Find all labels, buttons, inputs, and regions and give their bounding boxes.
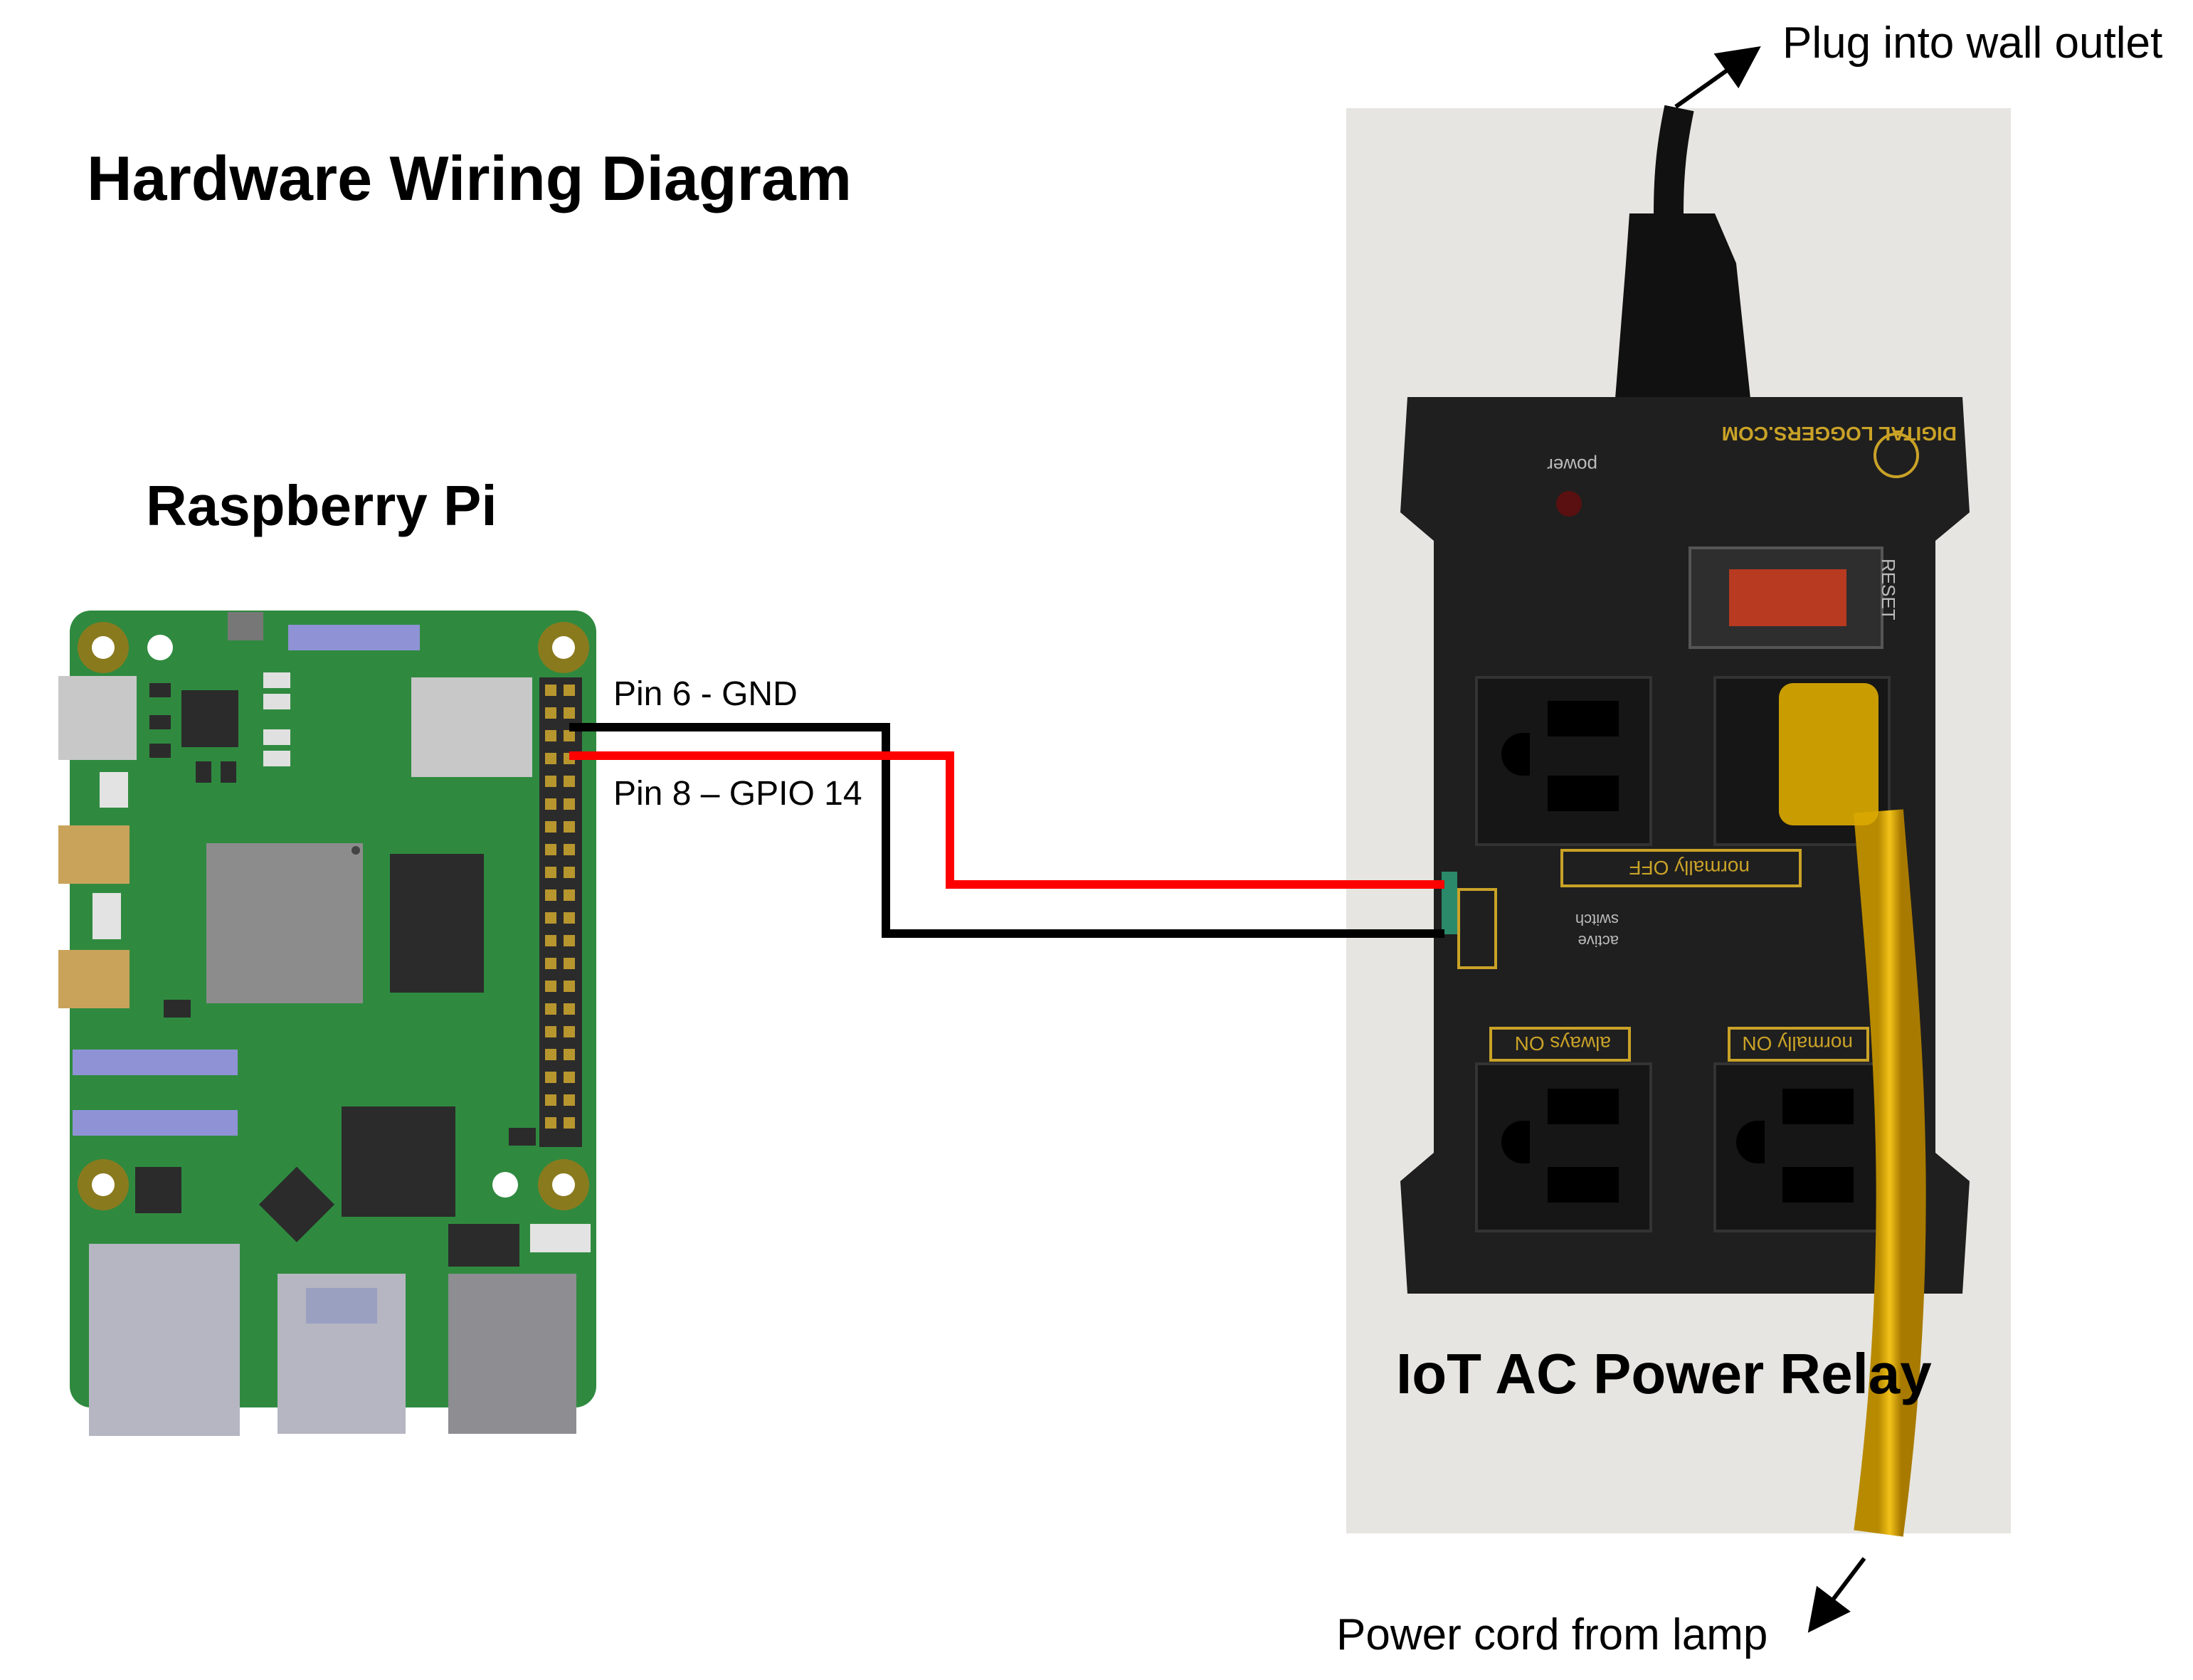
gpio-pin — [564, 1003, 575, 1015]
gnd-pin-label: Pin 6 - GND — [613, 675, 798, 713]
gpio-pin — [545, 730, 556, 741]
lamp-plug — [1779, 683, 1878, 825]
gpio-pin — [545, 1026, 556, 1037]
gpio-pin — [564, 776, 575, 787]
reset-switch — [1729, 569, 1846, 626]
lamp-cord-arrow — [1807, 1557, 1866, 1633]
normally-on-label: normally ON — [1742, 1032, 1853, 1055]
normally-on-group: normally ON — [1742, 1032, 1853, 1055]
gpio-pin — [545, 958, 556, 969]
gpio-pin — [545, 798, 556, 810]
gpio-pin — [545, 1094, 556, 1106]
gpio-pin — [564, 958, 575, 969]
reset-label: RESET — [1878, 559, 1899, 620]
lamp-cord — [1854, 809, 1926, 1537]
dli-logo — [1874, 433, 1919, 478]
soc-chip — [206, 843, 363, 1003]
power-label-group: power — [1547, 455, 1597, 476]
ethernet-port — [89, 1244, 240, 1436]
gpio-pin — [564, 821, 575, 833]
gpio-pin — [545, 707, 556, 719]
gpio-pin — [564, 1072, 575, 1083]
display-connector — [288, 625, 420, 650]
gnd-wire — [569, 723, 1444, 938]
gpio-pin — [545, 889, 556, 901]
ram-chip — [390, 854, 484, 993]
input-plug — [1615, 213, 1750, 398]
gpio-pins — [545, 685, 575, 1129]
wireless-module — [411, 677, 532, 777]
usb-c-port — [58, 676, 137, 760]
gpio-pin — [545, 753, 556, 764]
brand-text: DIGITAL LOGGERS.COM — [1722, 423, 1957, 445]
always-on-group: always ON — [1515, 1032, 1611, 1055]
gpio-pin — [564, 867, 575, 878]
gpio-pin — [564, 935, 575, 946]
gpio-pin — [545, 1117, 556, 1129]
gpio-pin — [564, 798, 575, 810]
raspberry-pi-label: Raspberry Pi — [146, 474, 497, 537]
mounting-holes — [78, 622, 589, 1210]
gpio-pin — [545, 776, 556, 787]
hdmi-port-2 — [58, 950, 130, 1008]
active-label: active — [1578, 932, 1619, 950]
relay-label: IoT AC Power Relay — [1396, 1342, 1932, 1405]
outlet-bottom-right — [1713, 1062, 1891, 1232]
raspberry-pi-board — [58, 611, 596, 1436]
gpio-pin — [545, 844, 556, 855]
gpio-pin — [564, 707, 575, 719]
lamp-cord-callout: Power cord from lamp — [1336, 1610, 1768, 1659]
reset-label-group: RESET — [1878, 559, 1899, 620]
gpio-pin — [564, 889, 575, 901]
gpio-pin — [545, 685, 556, 696]
camera-connector-2 — [73, 1110, 238, 1136]
gpio-pin — [545, 821, 556, 833]
gpio-pin — [564, 1026, 575, 1037]
gpio-pin — [545, 1049, 556, 1060]
gpio-pin — [545, 867, 556, 878]
gpio-pin — [564, 685, 575, 696]
gpio-pin — [545, 935, 556, 946]
relay-input-terminal — [1457, 888, 1497, 969]
power-led-label: power — [1547, 455, 1597, 476]
gpio-pin — [564, 1117, 575, 1129]
gpio-wire — [569, 751, 1444, 889]
gpio-pin — [564, 1049, 575, 1060]
gpio-pin — [564, 1094, 575, 1106]
gpio-pin — [545, 1072, 556, 1083]
wires — [569, 723, 1444, 938]
gpio-pin — [564, 912, 575, 924]
gpio-pin — [564, 981, 575, 992]
outlet-top-left — [1475, 676, 1652, 846]
normally-off-label: normally OFF — [1629, 857, 1750, 879]
gpio-pin — [545, 981, 556, 992]
wall-outlet-callout: Plug into wall outlet — [1782, 19, 2163, 68]
camera-connector-1 — [73, 1050, 238, 1075]
page-title: Hardware Wiring Diagram — [87, 143, 852, 213]
gpio-pin — [564, 730, 575, 741]
terminal-block — [1442, 872, 1457, 934]
wall-outlet-arrow — [1674, 46, 1761, 109]
hdmi-port-1 — [58, 825, 130, 884]
relay-photo — [1346, 105, 2011, 1537]
gpio-pin — [545, 1003, 556, 1015]
power-led — [1556, 491, 1582, 517]
switch-active-group: active switch — [1575, 911, 1619, 950]
switch-label: switch — [1575, 911, 1619, 929]
always-on-label: always ON — [1515, 1032, 1611, 1055]
usb-port-2 — [448, 1274, 576, 1434]
gpio-pin — [564, 844, 575, 855]
outlet-bottom-left — [1475, 1062, 1652, 1232]
brand-label-group: DIGITAL LOGGERS.COM — [1722, 423, 1957, 445]
gpio-pin-label: Pin 8 – GPIO 14 — [613, 775, 862, 813]
gpio-pin — [545, 912, 556, 924]
normally-off-group: normally OFF — [1629, 857, 1750, 879]
